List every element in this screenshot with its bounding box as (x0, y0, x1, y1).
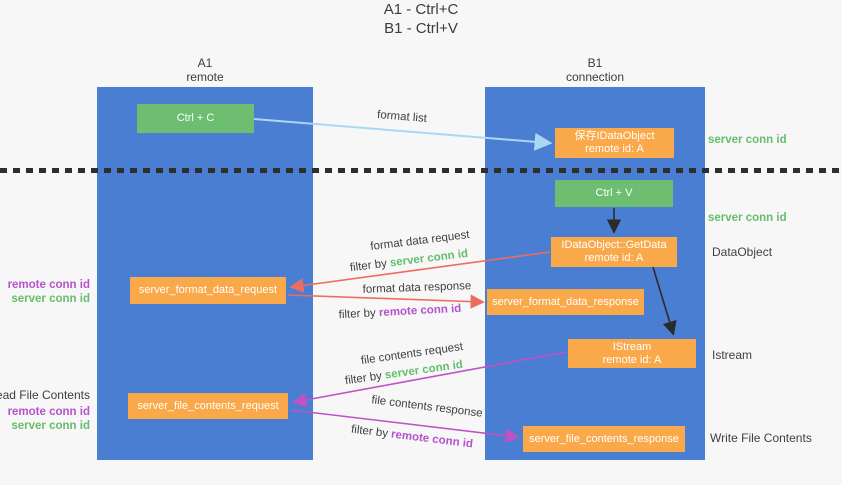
column-b1-subtitle: connection (565, 70, 625, 84)
save-idataobject-remote-id: remote id: A (585, 143, 644, 155)
column-b1-name: B1 (587, 56, 603, 70)
idataobject-getdata-title: IDataObject::GetData (561, 239, 667, 251)
arrow-file-contents-response (290, 409, 520, 443)
arrow-getdata-to-istream (652, 266, 677, 336)
istream-box: IStream remote id: A (568, 339, 696, 368)
istream-remote-id: remote id: A (602, 353, 662, 366)
istream-annotation: Istream (712, 348, 753, 362)
dataobject-annotation: DataObject (712, 245, 773, 259)
server-format-data-request-box: server_format_data_request (130, 277, 286, 304)
remote-conn-id-text: remote conn id (7, 279, 90, 291)
save-idataobject-box: 保存IDataObject remote id: A (555, 128, 674, 158)
idataobject-getdata-box: IDataObject::GetData remote id: A (551, 237, 677, 267)
server-conn-id-text: server conn id (11, 420, 90, 432)
remote-conn-id-text: remote conn id (7, 406, 90, 418)
server-conn-id-annotation-ctrlv: server conn id (708, 212, 787, 224)
server-file-contents-request-box: server_file_contents_request (128, 393, 288, 419)
format-request-conn-ids-annotation: remote conn id server conn id (8, 278, 90, 306)
title-line-ctrl-c: A1 - Ctrl+C (383, 1, 459, 18)
title-line-ctrl-v: B1 - Ctrl+V (384, 20, 458, 37)
diagram-title: A1 - Ctrl+C B1 - Ctrl+V (0, 0, 842, 38)
arrow-format-list (253, 118, 553, 151)
arrow-format-data-response (287, 294, 485, 309)
server-file-contents-request-label: server_file_contents_request (137, 399, 279, 412)
save-idataobject-title: 保存IDataObject (574, 130, 655, 142)
server-file-contents-response-label: server_file_contents_response (529, 432, 679, 445)
ctrl-c-label: Ctrl + C (176, 112, 215, 124)
ctrl-c-box: Ctrl + C (137, 104, 254, 133)
column-header-a1: A1 remote (97, 56, 313, 84)
idataobject-getdata-remote-id: remote id: A (584, 252, 644, 264)
istream-title: IStream (612, 340, 652, 353)
server-conn-id-text: server conn id (11, 293, 90, 305)
read-file-contents-text: Read File Contents (0, 388, 90, 402)
server-file-contents-response-box: server_file_contents_response (523, 426, 685, 452)
column-header-b1: B1 connection (485, 56, 705, 84)
phase-separator-dotted-line (0, 168, 842, 173)
arrow-format-data-request (289, 251, 551, 293)
column-a1-name: A1 (197, 56, 213, 70)
ctrl-v-box: Ctrl + V (555, 180, 673, 207)
write-file-contents-annotation: Write File Contents (710, 431, 812, 445)
arrow-file-contents-request (292, 351, 567, 407)
filter-by-text: filter by (338, 307, 380, 322)
server-format-data-response-label: server_format_data_response (492, 295, 639, 308)
ctrl-v-label: Ctrl + V (595, 187, 633, 199)
server-format-data-response-box: server_format_data_response (487, 289, 644, 315)
column-a1-subtitle: remote (186, 70, 224, 84)
server-conn-id-annotation-top: server conn id (708, 134, 787, 146)
read-file-contents-annotation: Read File Contents remote conn id server… (0, 388, 90, 433)
server-format-data-request-label: server_format_data_request (138, 284, 278, 296)
